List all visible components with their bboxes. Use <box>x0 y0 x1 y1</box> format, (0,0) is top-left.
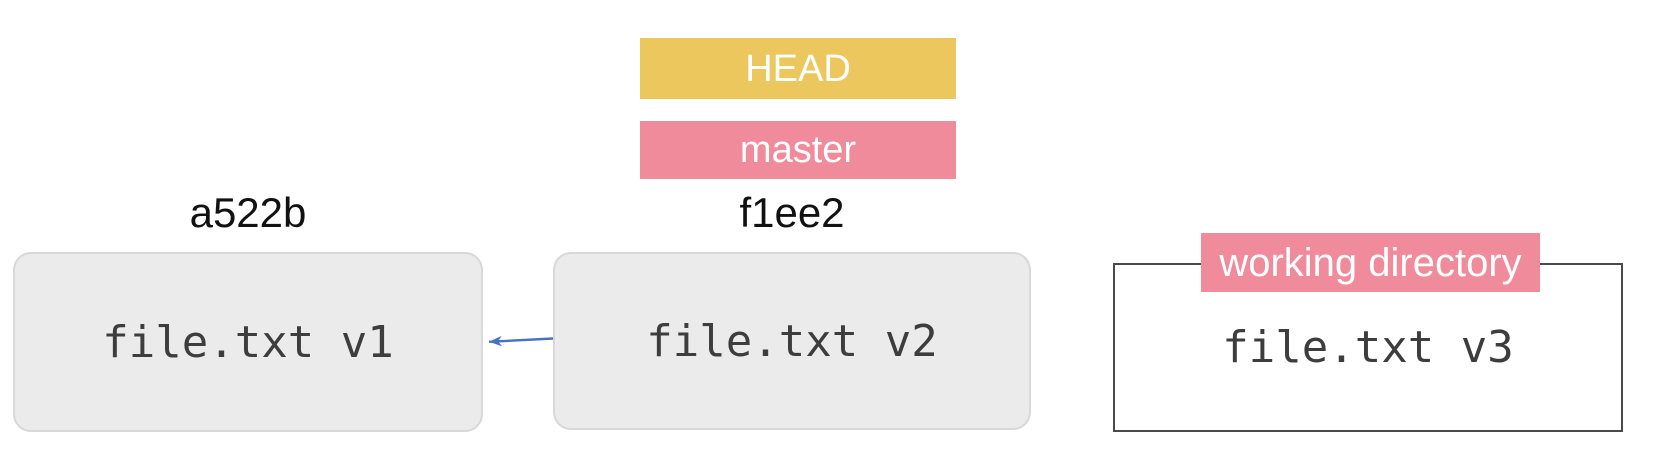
commit-hash-label-1: a522b <box>189 189 307 236</box>
commit-box-2: file.txt v2 <box>553 252 1031 430</box>
commit-1-file-version: file.txt v1 <box>102 316 394 368</box>
commit-hash-label-2: f1ee2 <box>739 189 845 236</box>
commit-2-file-version: file.txt v2 <box>646 315 938 367</box>
master-branch-tag: master <box>640 121 956 179</box>
commit-box-1: file.txt v1 <box>13 252 483 432</box>
head-tag: HEAD <box>640 38 956 99</box>
working-directory-file-version: file.txt v3 <box>1222 322 1514 373</box>
working-directory-tag: working directory <box>1201 233 1540 292</box>
